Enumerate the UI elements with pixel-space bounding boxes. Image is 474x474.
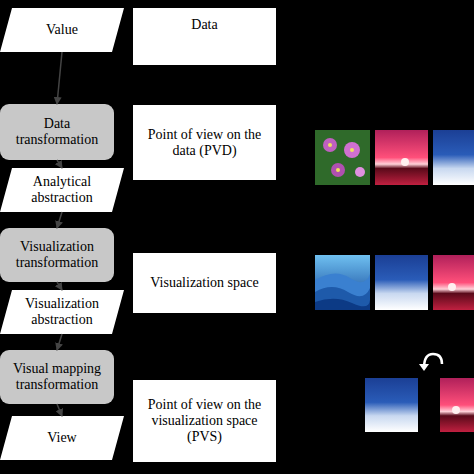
data-parallelogram: Value [0,8,124,52]
grass-photo [375,255,428,310]
node-label: Data transformation [0,116,114,148]
flow-arrow [57,212,62,228]
grass-photo [433,130,474,185]
node-label: Visualization abstraction [0,296,124,328]
flow-arrow [57,52,62,104]
node-label: Point of view on the visualization space… [133,397,276,445]
flow-arrow [57,404,62,416]
sunset-photo [375,130,428,185]
node-label: Visualization space [144,275,264,291]
process-box: Data transformation [0,104,114,160]
flower-photo [315,130,370,185]
sunset-photo [440,378,474,432]
node-label: Visualization transformation [0,239,114,271]
process-box: Visual mapping transformation [0,350,114,404]
mountain-photo [315,255,370,310]
data-parallelogram: Visualization abstraction [0,290,124,334]
flow-arrow [57,160,62,168]
stage-box: Data [133,8,276,65]
grass-photo [365,378,418,432]
stage-box: Visualization space [133,253,276,313]
node-label: Data [185,17,223,33]
stage-box: Point of view on the visualization space… [133,380,276,462]
stage-box: Point of view on the data (PVD) [133,105,276,180]
flow-arrow [57,334,62,350]
node-label: View [41,430,82,446]
node-label: Value [40,22,84,38]
data-parallelogram: View [0,416,124,460]
sunset-photo [433,255,474,310]
data-parallelogram: Analytical abstraction [0,168,124,212]
node-label: Analytical abstraction [0,174,124,206]
node-label: Point of view on the data (PVD) [133,127,276,159]
swap-arrow-symbol [419,354,442,371]
node-label: Visual mapping transformation [0,361,114,393]
process-box: Visualization transformation [0,228,114,282]
flow-arrow [57,282,62,290]
